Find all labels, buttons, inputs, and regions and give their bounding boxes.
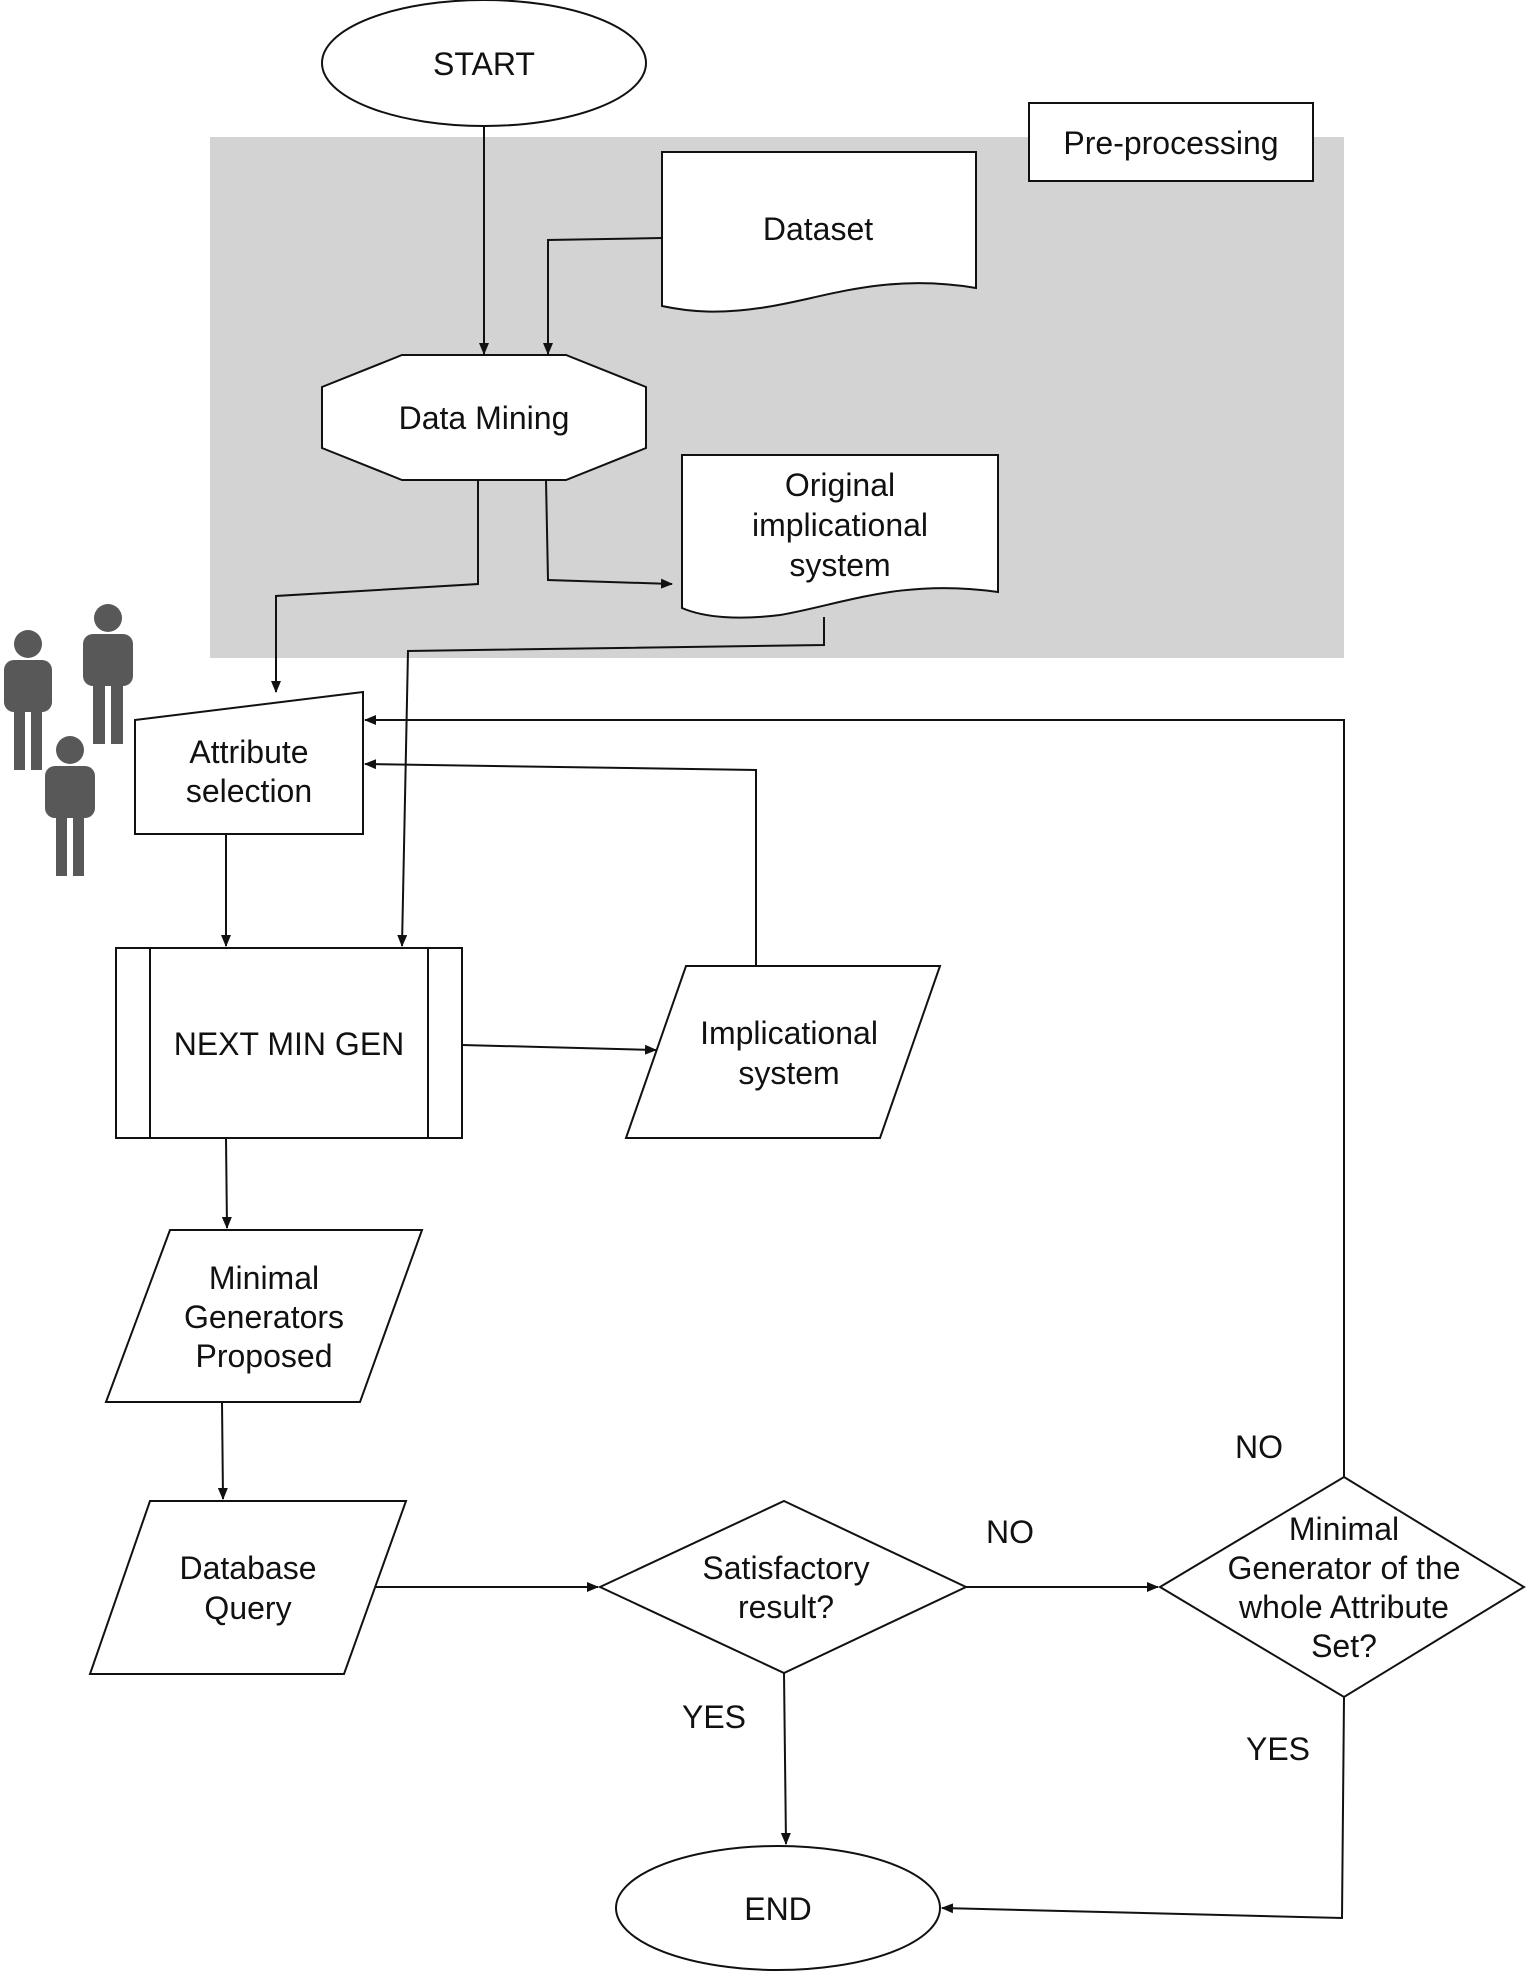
whole-set-line-2: Generator of the [1227,1550,1460,1586]
database-query-node: Database Query [88,1500,408,1675]
attribute-selection-line-1: Attribute [189,734,308,770]
edge-next-min-gen-to-implicational-system [461,1044,657,1055]
start-label: START [433,46,535,82]
original-system-line-2: implicational [752,507,928,543]
next-min-gen-node: NEXT MIN GEN [115,947,463,1139]
minimal-generators-line-3: Proposed [196,1338,333,1374]
edge-dataset-to-data-mining [543,237,663,355]
attribute-selection-node: Attribute selection [134,690,364,835]
whole-set-line-1: Minimal [1289,1511,1399,1547]
edge-implicational-system-to-attribute-selection [364,759,757,966]
satisfactory-line-2: result? [738,1589,834,1625]
next-min-gen-label: NEXT MIN GEN [174,1026,405,1062]
pre-processing-label-box: Pre-processing [1028,102,1314,182]
end-label: END [744,1891,812,1927]
users-icon [4,604,133,876]
original-system-line-1: Original [785,467,895,503]
dataset-node: Dataset [661,151,977,313]
edge-label-satisfactory-no: NO [986,1514,1034,1550]
satisfactory-result-decision: Satisfactory result? [597,1499,969,1675]
whole-attribute-set-decision: Minimal Generator of the whole Attribute… [1158,1475,1526,1699]
edge-data-mining-to-original-system [545,479,673,589]
dataset-label: Dataset [763,211,873,247]
data-mining-node: Data Mining [321,354,647,481]
implicational-system-node: Implicational system [624,965,942,1139]
whole-set-line-4: Set? [1311,1628,1377,1664]
edge-label-whole-set-yes: YES [1246,1731,1310,1767]
implicational-system-line-2: system [738,1055,839,1091]
edge-label-satisfactory-yes: YES [682,1699,746,1735]
whole-set-line-3: whole Attribute [1238,1589,1449,1625]
edge-data-mining-to-attribute-selection [271,480,479,693]
edge-original-system-to-next-min-gen [397,617,825,947]
edge-minimal-generators-to-database-query [217,1401,228,1500]
person-icon [45,736,95,876]
original-implicational-system-node: Original implicational system [681,454,999,619]
implicational-system-line-1: Implicational [700,1015,878,1051]
minimal-generators-node: Minimal Generators Proposed [104,1229,424,1403]
data-mining-label: Data Mining [399,400,570,436]
pre-processing-label: Pre-processing [1063,125,1278,161]
person-icon [83,604,133,744]
start-node: START [321,0,647,127]
edge-satisfactory-yes-to-end [780,1672,791,1845]
edge-label-whole-set-no: NO [1235,1429,1283,1465]
minimal-generators-line-2: Generators [184,1299,344,1335]
edge-whole-set-yes-to-end [941,1696,1345,1920]
attribute-selection-line-2: selection [186,773,312,809]
person-icon [4,630,52,770]
edge-whole-set-no-to-attribute-selection [364,715,1345,1477]
database-query-line-1: Database [180,1550,317,1586]
minimal-generators-line-1: Minimal [209,1260,319,1296]
database-query-line-2: Query [204,1590,291,1626]
original-system-line-3: system [789,547,890,583]
end-node: END [615,1845,941,1971]
satisfactory-line-1: Satisfactory [702,1550,869,1586]
edge-next-min-gen-to-minimal-generators [221,1137,232,1229]
